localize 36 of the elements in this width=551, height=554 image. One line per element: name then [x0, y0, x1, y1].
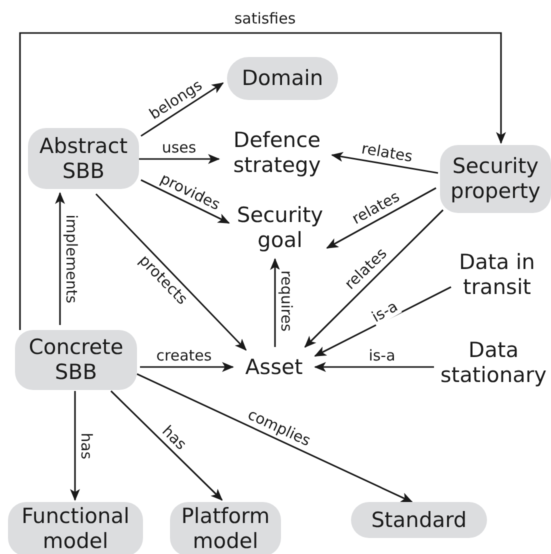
node-label: Data stationary [439, 338, 548, 388]
arrow [139, 154, 220, 164]
concept-box [440, 145, 551, 213]
arrow [326, 187, 436, 249]
node-label: Standard [371, 508, 467, 532]
arrow [304, 209, 444, 348]
arrow [95, 193, 247, 351]
concept-box [351, 502, 487, 538]
node-label: Concrete SBB [28, 335, 124, 385]
concept-box [8, 502, 143, 554]
arrow [136, 373, 413, 503]
edge-label: requires [278, 269, 294, 333]
arrow [110, 390, 223, 501]
node-label: Security property [450, 154, 542, 204]
arrow [70, 391, 80, 501]
concept-box [15, 330, 137, 390]
arrow [140, 179, 230, 224]
arrow [19, 32, 506, 330]
node-label: Data in transit [458, 250, 536, 300]
node-label: Domain [242, 66, 324, 91]
node-label: Functional model [20, 504, 131, 554]
arrow [140, 82, 224, 137]
edge-label: implements [62, 213, 80, 304]
arrow [314, 362, 434, 372]
node-label: Abstract SBB [38, 134, 129, 184]
concept-box [28, 128, 139, 189]
node-label: Defence strategy [232, 128, 322, 178]
concept-box [170, 502, 281, 554]
node-label: Asset [245, 354, 303, 380]
arrow [140, 362, 234, 372]
node-label: Security goal [236, 203, 324, 253]
concept-box [227, 57, 338, 100]
arrow [331, 152, 438, 174]
arrow [55, 192, 65, 325]
node-label: Platform model [180, 504, 271, 554]
arrow [270, 258, 280, 347]
